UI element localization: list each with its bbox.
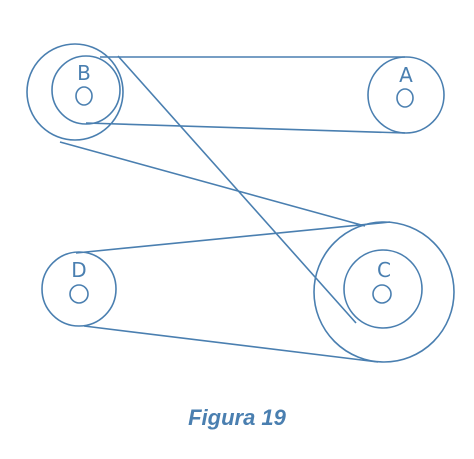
pulley-b-outer bbox=[26, 43, 124, 141]
pulley-d-label: D bbox=[71, 258, 86, 282]
belts bbox=[59, 55, 406, 363]
pulley-d: D bbox=[41, 251, 117, 327]
figure-caption: Figura 19 bbox=[188, 405, 286, 430]
pulley-d-outer bbox=[41, 251, 117, 327]
pulley-b-inner bbox=[51, 55, 121, 125]
pulley-a-axle bbox=[396, 88, 414, 108]
belt-d-c-bottom bbox=[83, 325, 379, 363]
pulley-a: A bbox=[367, 56, 445, 134]
pulley-b-axle bbox=[75, 86, 93, 106]
pulley-b-label: B bbox=[77, 61, 91, 85]
pulley-c-outer bbox=[313, 221, 455, 363]
pulley-c-axle bbox=[372, 284, 392, 304]
belt-d-c-top bbox=[75, 221, 391, 254]
pulley-a-outer bbox=[367, 56, 445, 134]
pulley-c: C bbox=[313, 221, 455, 363]
pulley-b: B bbox=[26, 43, 124, 141]
belt-b-a-bottom bbox=[85, 122, 406, 134]
belt-b-c-cross-1 bbox=[117, 55, 357, 324]
pulley-d-axle bbox=[69, 284, 89, 304]
belt-b-c-cross-2 bbox=[59, 141, 366, 227]
pulley-c-label: C bbox=[377, 258, 391, 282]
pulley-a-label: A bbox=[399, 63, 413, 87]
pulley-c-inner bbox=[343, 249, 423, 329]
